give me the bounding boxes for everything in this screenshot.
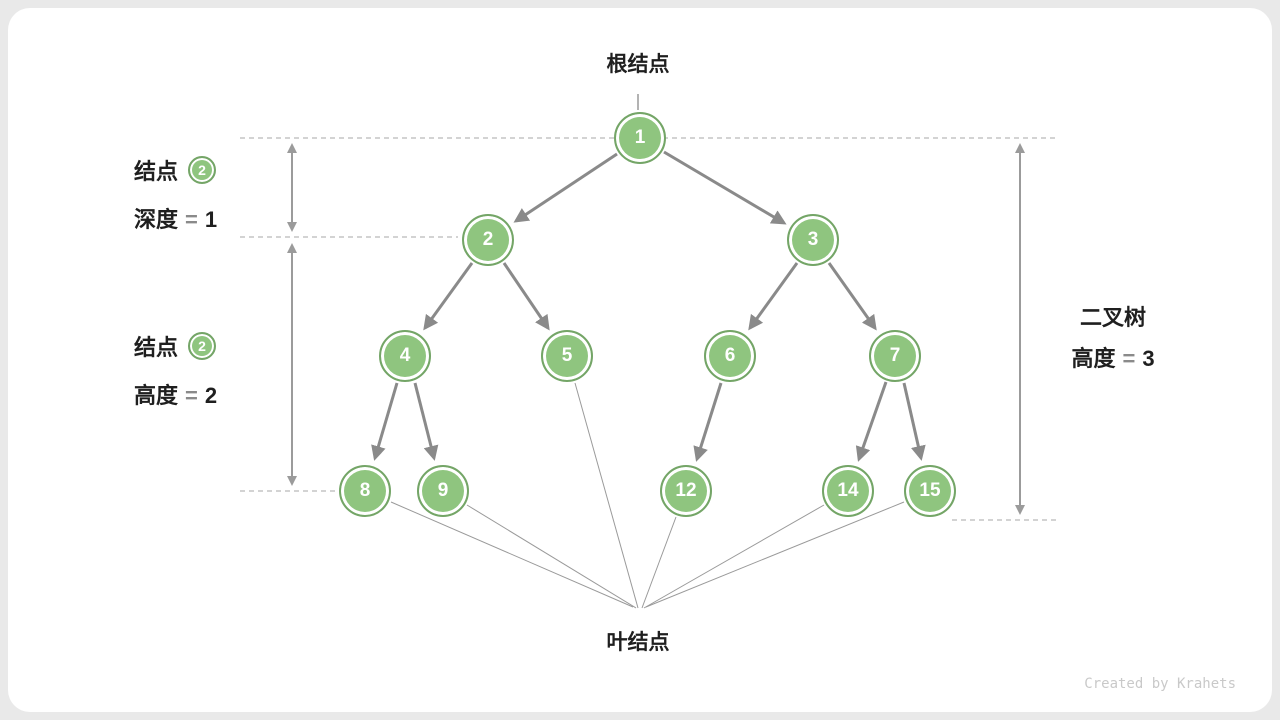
- depth-equals: =: [185, 207, 198, 232]
- annotation-node-height: 结点 2 高度=2: [134, 330, 217, 410]
- depth-metric-label: 深度: [134, 207, 179, 232]
- tree-node-7: 7: [869, 330, 921, 382]
- annotation-tree-height: 二叉树 高度=3: [1038, 298, 1188, 379]
- binary-tree-diagram-card: 1 2 3 4 5 6 7 8 9 12 14 15 根结点 结点 2 深度=1…: [8, 8, 1272, 712]
- tree-height-value: 3: [1142, 345, 1155, 371]
- tree-node-15: 15: [904, 465, 956, 517]
- node-depth-badge: 2: [188, 156, 217, 184]
- watermark-credit: Created by Krahets: [1084, 676, 1236, 692]
- tree-node-14: 14: [822, 465, 874, 517]
- tree-height-equals: =: [1122, 345, 1136, 371]
- leaf-lines: [390, 382, 905, 609]
- tree-height-title: 二叉树: [1079, 305, 1146, 330]
- node-height-label: 结点: [134, 335, 179, 360]
- tree-node-8: 8: [339, 465, 391, 517]
- annotation-node-depth: 结点 2 深度=1: [134, 154, 217, 234]
- tree-node-12: 12: [660, 465, 712, 517]
- tree-node-5: 5: [541, 330, 593, 382]
- measure-arrows: [287, 143, 1025, 515]
- tree-node-9: 9: [417, 465, 469, 517]
- dashed-guides: [240, 137, 1058, 521]
- leaf-node-label: 叶结点: [606, 631, 670, 654]
- tree-node-2: 2: [462, 214, 514, 266]
- tree-node-6: 6: [704, 330, 756, 382]
- tree-node-3: 3: [787, 214, 839, 266]
- tree-node-1: 1: [614, 112, 666, 164]
- diagram-canvas: [240, 94, 1058, 609]
- height-equals: =: [185, 383, 198, 408]
- height-metric-label: 高度: [134, 383, 179, 408]
- node-depth-label: 结点: [134, 159, 179, 184]
- depth-value: 1: [204, 207, 218, 232]
- root-node-label: 根结点: [606, 53, 670, 76]
- node-height-badge: 2: [188, 332, 217, 360]
- tree-edges: [371, 150, 926, 462]
- tree-node-4: 4: [379, 330, 431, 382]
- tree-height-metric: 高度: [1071, 345, 1116, 371]
- height-value: 2: [204, 383, 218, 408]
